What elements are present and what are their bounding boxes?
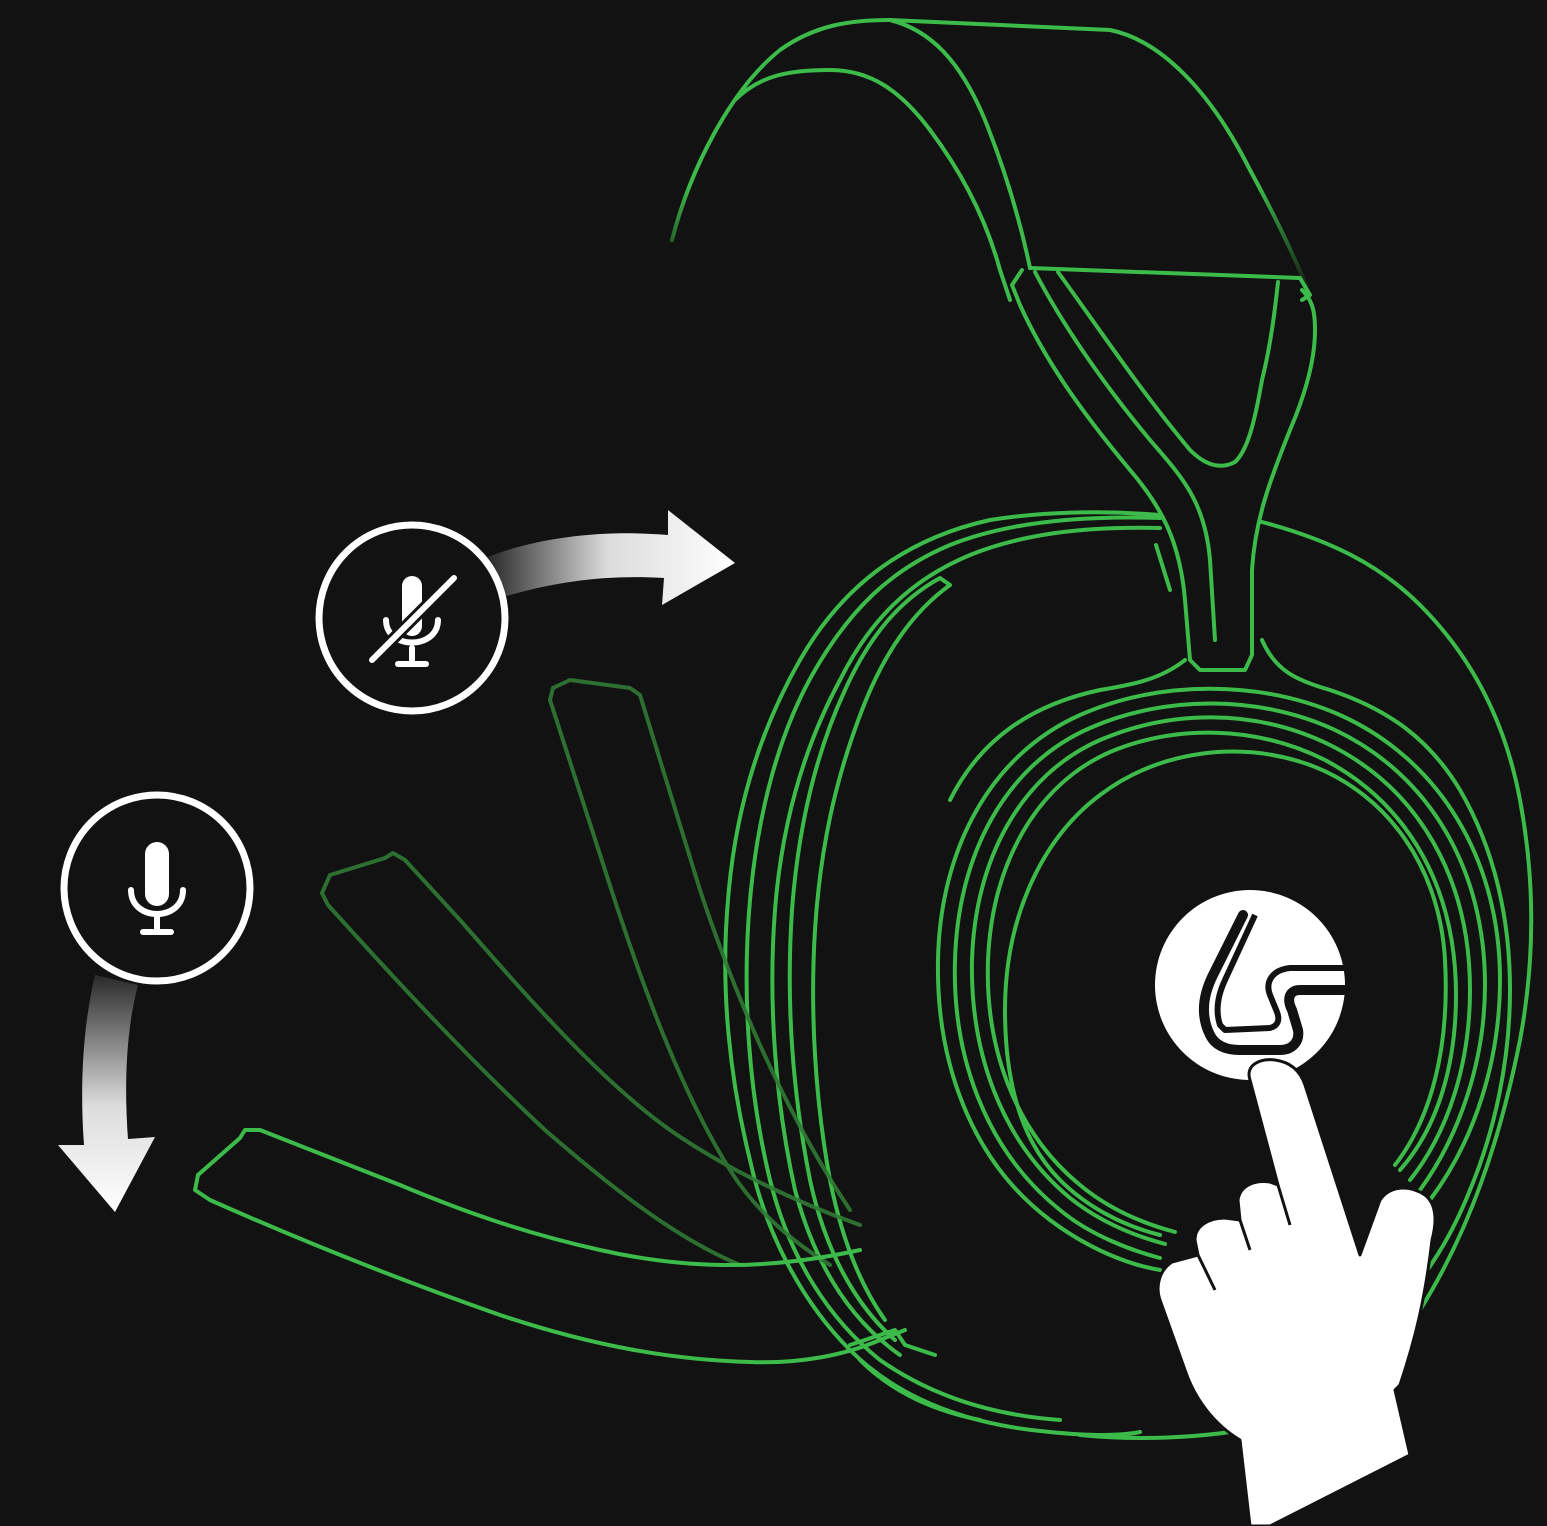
arrow-down-icon (58, 975, 155, 1212)
mic-boom-ghosts (322, 680, 860, 1265)
press-hand-icon (1158, 1060, 1435, 1526)
arrow-right-icon (480, 510, 735, 605)
mic-live-state (58, 795, 250, 1212)
logo-g-icon (1155, 890, 1345, 1080)
mic-boom (195, 1130, 905, 1362)
headband (672, 20, 1315, 670)
mic-muted-state (319, 510, 735, 711)
